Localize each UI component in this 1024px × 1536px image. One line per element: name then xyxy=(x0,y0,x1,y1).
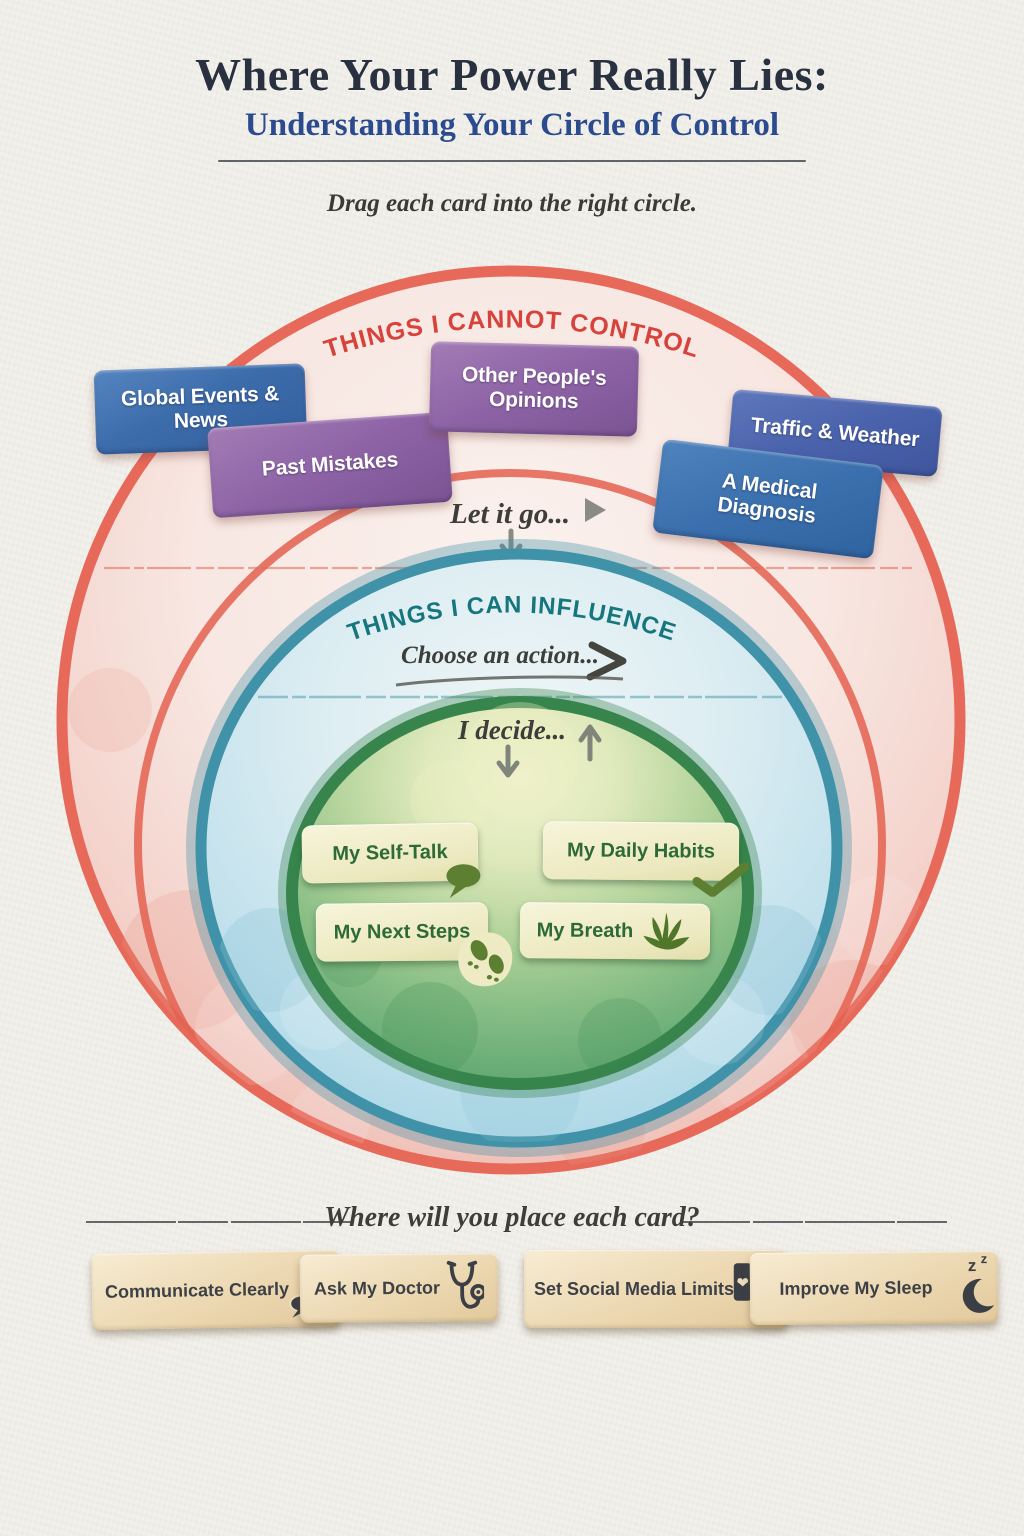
card-label: Traffic & Weather xyxy=(749,413,921,452)
inner-circle-control[interactable] xyxy=(286,696,754,1090)
card-label: Improve My Sleep xyxy=(779,1277,933,1299)
card-label: Set Social Media Limits xyxy=(533,1278,735,1299)
card-label: My Self-Talk xyxy=(332,840,448,865)
moon-zz-icon: z z xyxy=(962,1253,995,1313)
down-arrow-small-icon xyxy=(496,744,520,778)
footprints-icon xyxy=(458,932,513,987)
tray-card-ask-my-doctor[interactable]: Ask My Doctor xyxy=(299,1253,499,1323)
let-it-go-hint: Let it go... xyxy=(449,498,570,530)
svg-text:z: z xyxy=(981,1253,988,1266)
card-label: Past Mistakes xyxy=(261,448,399,481)
card-past-mistakes[interactable]: Past Mistakes xyxy=(207,411,453,519)
card-label: My Daily Habits xyxy=(566,838,716,863)
card-my-breath[interactable]: My Breath xyxy=(519,902,711,960)
stethoscope-icon xyxy=(446,1260,485,1309)
blue-ring-glow xyxy=(186,539,852,1157)
green-ring-glow xyxy=(278,688,762,1098)
tray-question: Where will you place each card? xyxy=(324,1202,700,1233)
card-my-daily-habits[interactable]: My Daily Habits xyxy=(542,821,749,897)
card-label: My Next Steps xyxy=(333,919,471,944)
card-other-peoples-opinions[interactable]: Other People's Opinions xyxy=(428,341,640,437)
tray-card-improve-my-sleep[interactable]: Improve My Sleep z z xyxy=(749,1250,999,1326)
header: Where Your Power Really Lies: Understand… xyxy=(0,0,1024,218)
speech-bubble-icon xyxy=(446,864,481,898)
play-triangle-icon xyxy=(585,498,606,522)
checkmark-icon xyxy=(692,862,749,897)
card-label: Ask My Doctor xyxy=(313,1277,441,1299)
page-title: Where Your Power Really Lies: xyxy=(195,49,829,100)
card-my-next-steps[interactable]: My Next Steps xyxy=(315,902,513,987)
card-label: Other People's Opinions xyxy=(461,362,607,414)
page-subtitle: Understanding Your Circle of Control xyxy=(244,107,780,143)
card-label: Communicate Clearly xyxy=(104,1278,290,1302)
card-label: My Breath xyxy=(536,918,634,942)
leaf-icon xyxy=(643,912,690,950)
choose-action-hint: Choose an action... xyxy=(401,642,599,669)
tray-card-set-social-media-limits[interactable]: Set Social Media Limits xyxy=(524,1250,788,1328)
up-arrow-icon xyxy=(578,724,602,762)
card-label: A Medical Diagnosis xyxy=(716,469,819,528)
drag-instruction: Drag each card into the right circle. xyxy=(326,190,698,217)
underline-swoosh xyxy=(395,675,624,687)
i-decide-hint: I decide... xyxy=(457,715,566,745)
card-my-self-talk[interactable]: My Self-Talk xyxy=(301,822,481,898)
chevron-right-icon xyxy=(586,641,627,681)
inner-red-ring xyxy=(134,469,886,1169)
svg-text:z: z xyxy=(968,1256,977,1275)
header-divider xyxy=(218,160,806,162)
